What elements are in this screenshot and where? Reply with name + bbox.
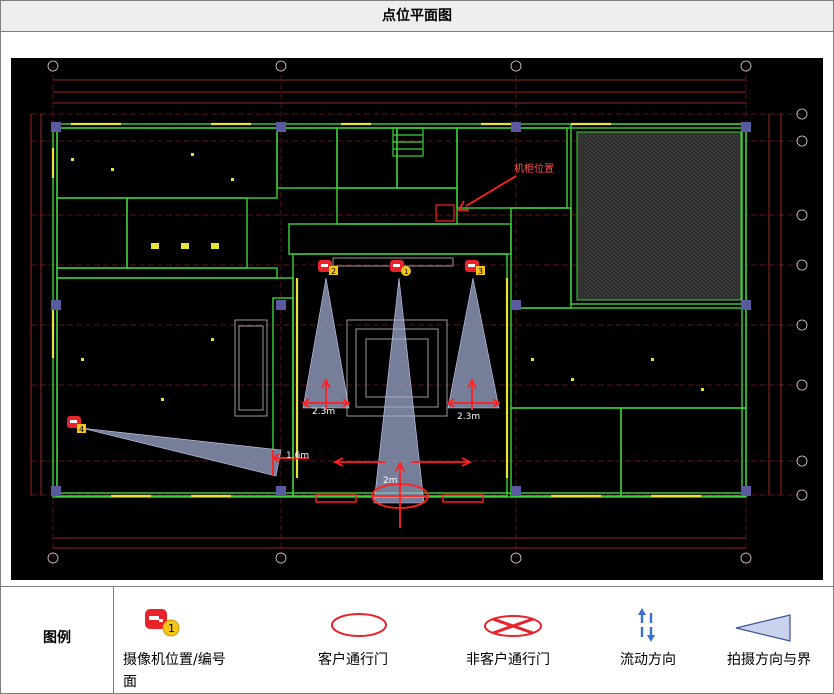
floor-plan-drawing: 机柜位置 2.3m 2.3m 1.6m 2m 2 1 bbox=[11, 58, 823, 580]
grid-bubble-bottom bbox=[275, 552, 287, 564]
non-customer-door-icon bbox=[483, 613, 543, 643]
shooting-direction-icon bbox=[734, 613, 794, 647]
grid-bubble-top bbox=[740, 60, 752, 72]
camera-3: 3 bbox=[465, 260, 485, 276]
floor-plan-svg: 机柜位置 2.3m 2.3m 1.6m 2m 2 1 bbox=[11, 58, 823, 580]
grid-bubble-bottom bbox=[47, 552, 59, 564]
non-customer-door bbox=[442, 494, 484, 503]
svg-text:1: 1 bbox=[404, 268, 408, 276]
camera-cone-1 bbox=[373, 277, 425, 504]
grid-bubble-bottom bbox=[510, 552, 522, 564]
legend-flow-direction-label: 流动方向 bbox=[620, 652, 676, 668]
plan-area: 机柜位置 2.3m 2.3m 1.6m 2m 2 1 bbox=[1, 32, 833, 587]
grid-bubble-top bbox=[47, 60, 59, 72]
cabinet-location-label: 机柜位置 bbox=[514, 162, 554, 175]
svg-text:4: 4 bbox=[79, 425, 84, 434]
cabinet-box bbox=[435, 204, 455, 222]
legend-non-customer-door-label: 非客户通行门 bbox=[466, 652, 550, 668]
flow-direction-icon bbox=[636, 607, 658, 647]
svg-text:1: 1 bbox=[168, 622, 175, 635]
legend: 图例 1 摄像机位置/编号 面 客户通行门 bbox=[1, 587, 833, 693]
grid-bubble-right bbox=[796, 319, 808, 331]
grid-bubble-right bbox=[796, 379, 808, 391]
non-customer-door bbox=[315, 494, 357, 503]
grid-bubble-right bbox=[796, 135, 808, 147]
svg-text:3: 3 bbox=[478, 267, 483, 276]
grid-bubble-right bbox=[796, 108, 808, 120]
legend-label: 图例 bbox=[43, 630, 71, 646]
dimension-label: 2m bbox=[383, 476, 398, 486]
camera-icon: 1 bbox=[141, 607, 185, 643]
grid-bubble-right bbox=[796, 489, 808, 501]
legend-camera-label: 摄像机位置/编号 bbox=[123, 652, 226, 668]
hatched-area bbox=[576, 131, 742, 301]
camera-cone-4 bbox=[80, 427, 282, 477]
legend-shooting-direction-label: 拍摄方向与界 bbox=[727, 652, 811, 668]
title-bar: 点位平面图 bbox=[1, 1, 833, 32]
customer-door bbox=[371, 483, 429, 509]
grid-bubble-right bbox=[796, 259, 808, 271]
legend-customer-door-label: 客户通行门 bbox=[318, 652, 388, 668]
grid-bubble-top bbox=[510, 60, 522, 72]
camera-2: 2 bbox=[318, 260, 338, 276]
camera-4: 4 bbox=[67, 416, 86, 434]
legend-camera-label-wrap: 面 bbox=[123, 674, 137, 690]
svg-text:2: 2 bbox=[331, 267, 336, 276]
grid-bubble-bottom bbox=[740, 552, 752, 564]
camera-1: 1 bbox=[390, 260, 411, 276]
grid-bubble-right bbox=[796, 455, 808, 467]
customer-door-icon bbox=[330, 611, 388, 643]
grid-bubble-right bbox=[796, 209, 808, 221]
dimension-label: 2.3m bbox=[457, 412, 480, 422]
page-title: 点位平面图 bbox=[382, 8, 452, 24]
dimension-label: 2.3m bbox=[312, 407, 335, 417]
legend-label-cell: 图例 bbox=[1, 587, 114, 693]
dimension-label: 1.6m bbox=[286, 451, 309, 461]
camera-cone-3 bbox=[447, 277, 500, 409]
grid-bubble-top bbox=[275, 60, 287, 72]
